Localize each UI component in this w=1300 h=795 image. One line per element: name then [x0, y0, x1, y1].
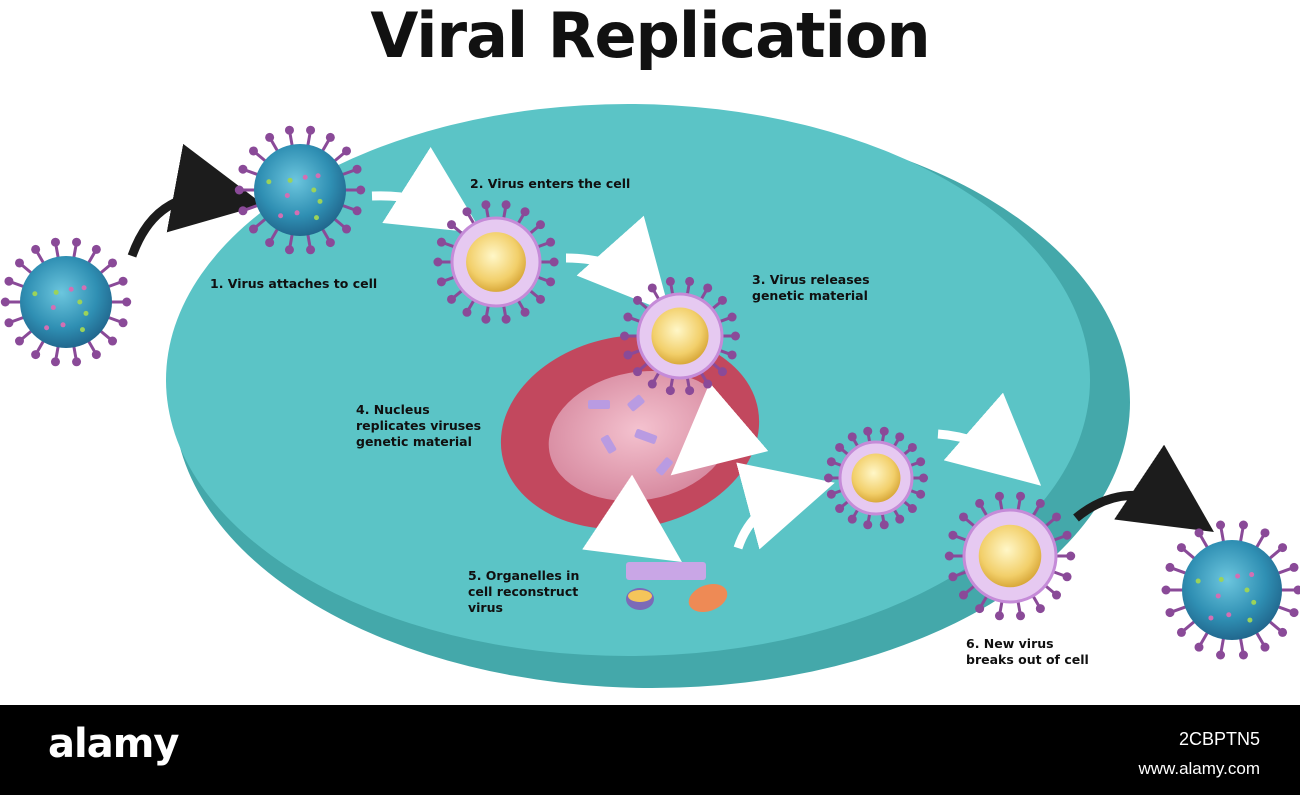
step-2-label: 2. Virus enters the cell [470, 176, 631, 191]
mitochondria-organelle [688, 583, 728, 613]
arrow-3 [565, 215, 670, 313]
arrow-5 [582, 474, 682, 562]
virus-released [1161, 520, 1300, 660]
virus-outside [0, 237, 132, 367]
step-1-label: 1. Virus attaches to cell [210, 276, 378, 291]
alamy-logo: alamy [48, 721, 179, 767]
step-3-label: 3. Virus releases genetic material [752, 272, 870, 303]
organelles [626, 562, 728, 613]
arrow-7 [937, 392, 1042, 486]
arrow-1 [127, 143, 264, 258]
step-5-label: 5. Organelles in cell reconstruct virus [468, 568, 580, 615]
virus-attached [234, 125, 366, 255]
arrow-6 [733, 462, 835, 550]
virus-assembled [823, 426, 929, 530]
diagram-title: Viral Replication [370, 0, 930, 72]
er-organelle [626, 562, 706, 580]
process-arrows [127, 143, 1214, 562]
footer-url: www.alamy.com [1138, 759, 1260, 778]
step-4-label: 4. Nucleus replicates viruses genetic ma… [356, 402, 482, 449]
virus-releasing [620, 276, 740, 396]
image-id: 2CBPTN5 [1178, 729, 1260, 749]
virus-entering [433, 200, 559, 324]
footer-bar: alamy 2CBPTN5 www.alamy.com [0, 705, 1300, 795]
arrow-2 [371, 147, 483, 234]
step-6-label: 6. New virus breaks out of cell [966, 636, 1089, 667]
viral-replication-diagram [0, 104, 1300, 688]
arrow-4 [670, 382, 769, 476]
virus-budding [944, 491, 1076, 621]
arrow-8 [1073, 444, 1214, 532]
virus-group [0, 125, 1300, 660]
genetic-material [588, 394, 673, 476]
